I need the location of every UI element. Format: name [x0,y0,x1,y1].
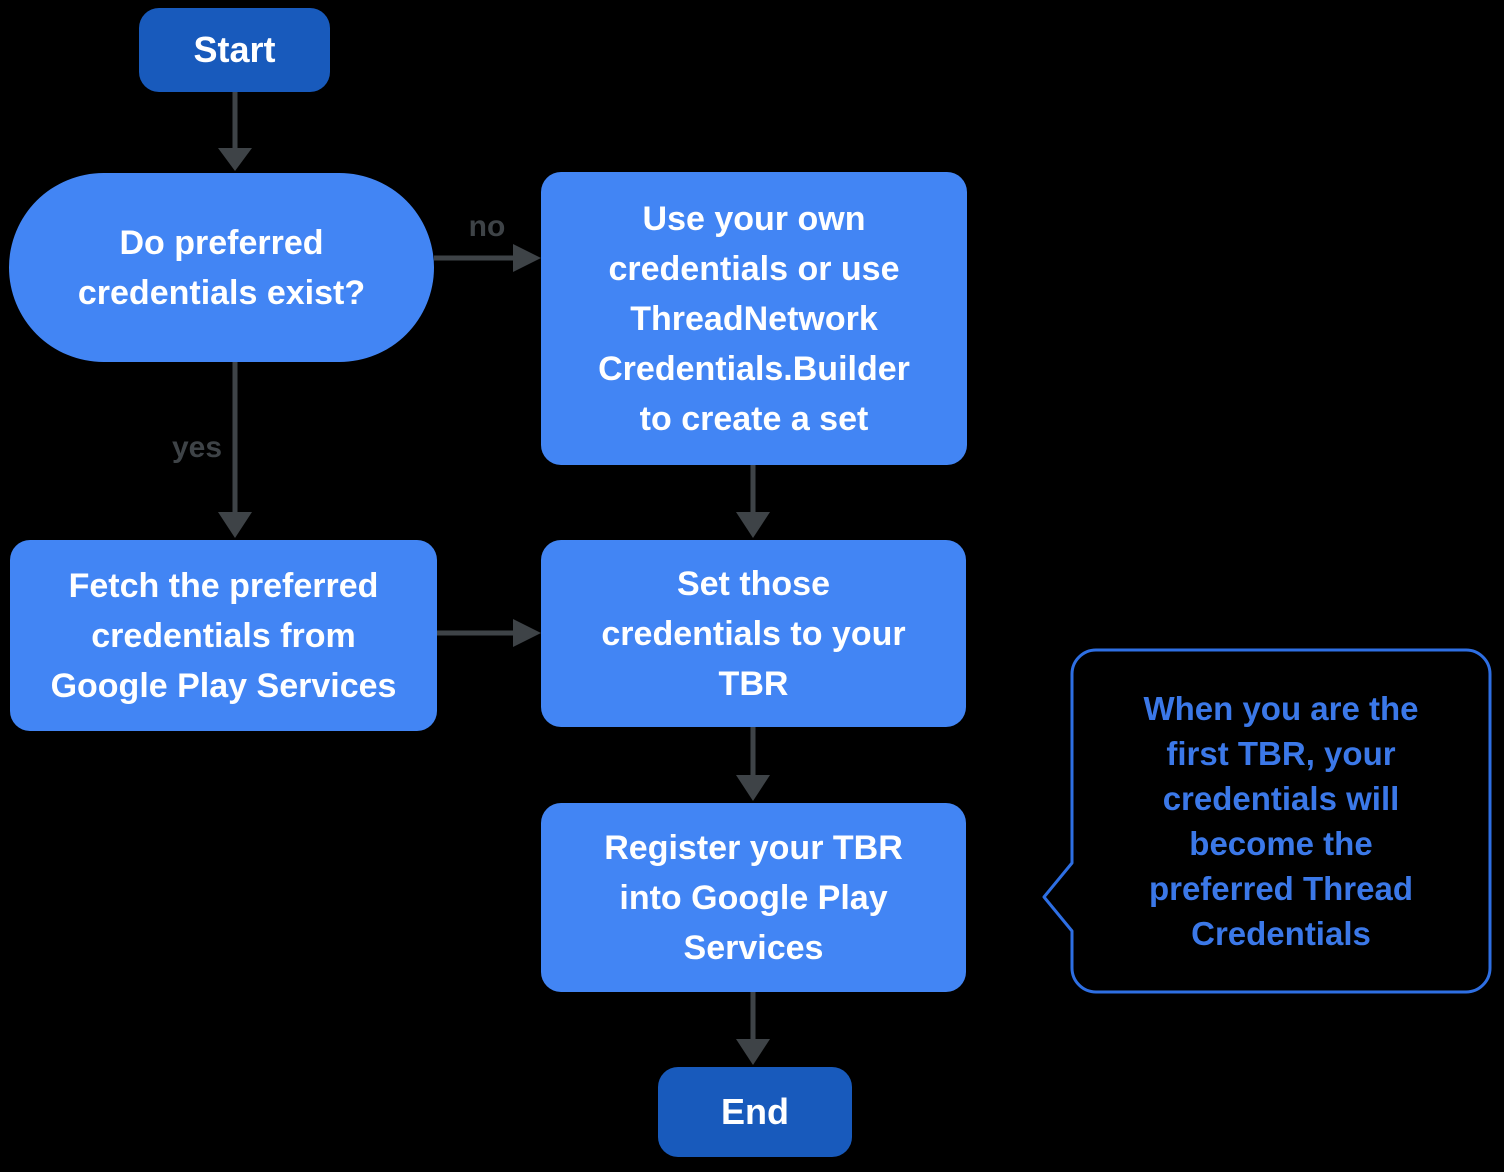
fetch-credentials-label: Fetch the preferred credentials from Goo… [50,566,397,705]
edge-label-no: no [468,210,506,243]
arrow-register-to-end [736,992,770,1065]
fetch-credentials-node: Fetch the preferred credentials from Goo… [10,540,437,731]
arrow-start-to-decision [218,92,252,171]
arrow-set-to-register [736,727,770,801]
decision-node-label: Do preferred credentials exist? [77,223,366,312]
set-credentials-node: Set those credentials to your TBR [541,540,966,727]
decision-node: Do preferred credentials exist? [9,173,434,362]
edge-label-yes: yes [171,431,223,464]
end-node: End [658,1067,852,1157]
arrow-use-own-to-set [736,465,770,538]
register-tbr-label: Register your TBR into Google Play Servi… [604,828,903,967]
callout-note-text: When you are the first TBR, your credent… [1143,690,1419,952]
start-node: Start [139,8,330,92]
set-credentials-label: Set those credentials to your TBR [601,564,906,703]
end-node-label: End [721,1091,789,1132]
register-tbr-node: Register your TBR into Google Play Servi… [541,803,966,992]
arrow-decision-to-fetch [218,362,252,538]
arrow-decision-to-use-own [434,244,541,272]
use-own-credentials-node: Use your own credentials or use ThreadNe… [541,172,967,465]
arrow-fetch-to-set [437,619,541,647]
callout-note: When you are the first TBR, your credent… [1072,650,1490,992]
use-own-credentials-label: Use your own credentials or use ThreadNe… [598,199,910,438]
start-node-label: Start [193,29,276,70]
